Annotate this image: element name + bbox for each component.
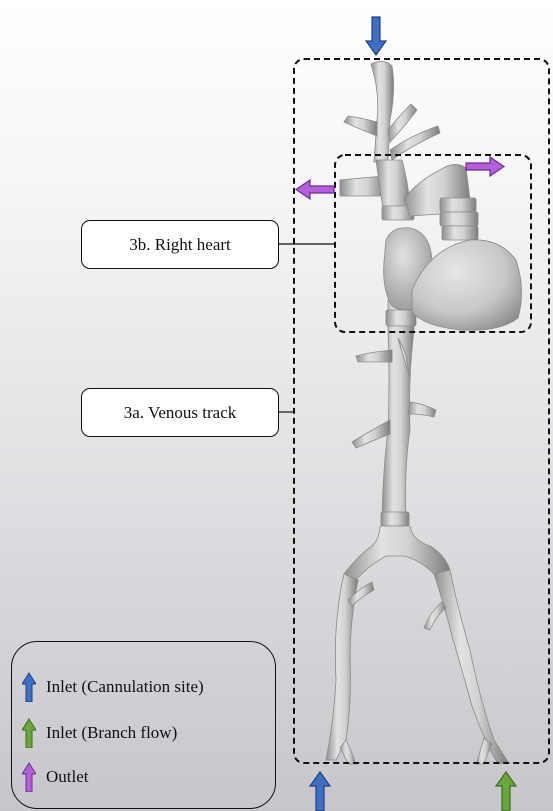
right-leg-branch [476, 738, 492, 764]
outlet-right-arrow-icon [466, 157, 504, 176]
pulmonary-ring-1 [440, 198, 476, 212]
legend-box: Inlet (Cannulation site) Inlet (Branch f… [11, 641, 276, 809]
upper-left-branch [344, 116, 377, 136]
branch-left-2 [352, 420, 390, 448]
green-arrow-up-icon [22, 718, 36, 748]
legend-label-outlet: Outlet [46, 767, 89, 787]
purple-arrow-up-icon [22, 762, 36, 792]
inlet-top-arrow-icon [366, 17, 386, 55]
legend-label-inlet-branch: Inlet (Branch flow) [46, 723, 177, 743]
blue-arrow-up-icon [22, 672, 36, 702]
outlet-left-arrow-icon [296, 180, 334, 199]
pulmonary-ring-2 [440, 212, 478, 226]
legend-item-inlet-cannulation: Inlet (Cannulation site) [22, 672, 204, 702]
legend-item-inlet-branch: Inlet (Branch flow) [22, 718, 177, 748]
pulmonary-ring-3 [442, 226, 478, 240]
right-leg-side-branch [424, 602, 446, 630]
venous-track-label: 3a. Venous track [81, 388, 279, 437]
superior-vein-top [371, 61, 394, 162]
iliac-bifurcation [344, 526, 450, 580]
cannula-ring-mid [386, 310, 416, 326]
right-leg-vein [434, 570, 508, 764]
legend-label-inlet-cannulation: Inlet (Cannulation site) [46, 677, 204, 697]
legend-item-outlet: Outlet [22, 762, 89, 792]
inlet-bottom-right-arrow-icon [496, 772, 516, 811]
cannula-ring-low [381, 512, 409, 526]
inlet-bottom-left-arrow-icon [310, 772, 330, 811]
branch-right-2 [408, 402, 436, 417]
right-heart-label: 3b. Right heart [81, 220, 279, 269]
branch-left-1 [356, 350, 392, 362]
